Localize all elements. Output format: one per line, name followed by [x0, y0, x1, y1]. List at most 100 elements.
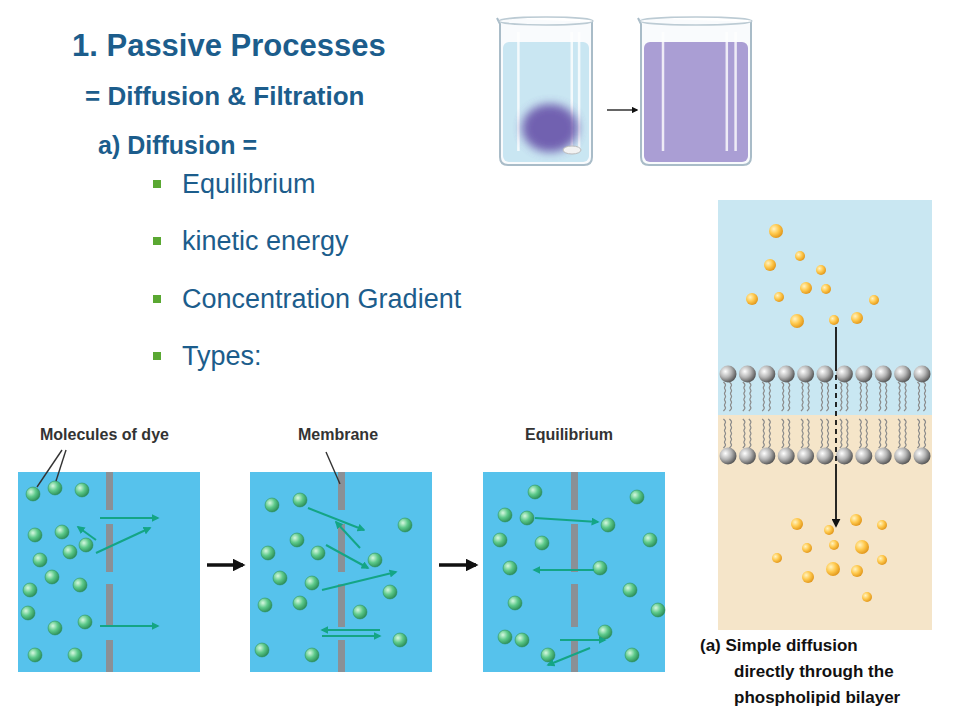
diffusion-stage: Equilibrium — [483, 425, 665, 672]
beaker-arrow — [607, 109, 637, 110]
motion-arrow — [78, 527, 96, 540]
figure-caption: (a) Simple diffusion directly through th… — [700, 633, 915, 711]
caption-ground — [697, 630, 945, 716]
membrane-segment — [338, 472, 345, 510]
dye-molecule — [535, 536, 549, 550]
dye-molecule — [23, 583, 37, 597]
dye-molecule — [393, 633, 407, 647]
lipid-tail — [826, 419, 828, 448]
glass-highlight — [662, 32, 665, 151]
glass-highlight — [726, 32, 729, 151]
membrane-segment — [106, 584, 113, 627]
dye-molecule — [508, 596, 522, 610]
dye-molecule — [293, 493, 307, 507]
beaker-after — [638, 17, 752, 165]
water-panel — [250, 472, 432, 672]
diffusion-stage: Molecules of dye — [18, 425, 200, 672]
phosphate-head — [778, 448, 795, 465]
membrane-segment — [571, 524, 578, 572]
dye-molecule — [493, 533, 507, 547]
solute-molecule — [877, 520, 887, 530]
solute-molecule — [800, 282, 812, 294]
solute-molecule — [816, 265, 826, 275]
glass-highlight — [517, 32, 520, 151]
solute-molecule — [877, 555, 887, 565]
phosphate-head — [720, 448, 737, 465]
lipid-tail — [879, 419, 881, 448]
lipid-tail — [749, 419, 751, 448]
slide-title: 1. Passive Processes — [72, 27, 386, 64]
beaker-rim — [640, 17, 752, 25]
lipid-tail — [885, 382, 887, 411]
dye-molecule — [273, 571, 287, 585]
lipid-tail — [801, 419, 803, 448]
lipid-tail — [885, 419, 887, 448]
bilayer-figure — [697, 200, 945, 716]
lipid-tail — [840, 382, 842, 411]
dye-molecule — [593, 561, 607, 575]
motion-arrow — [322, 572, 396, 590]
dye-molecule — [48, 621, 62, 635]
motion-arrow — [322, 629, 380, 631]
stage-label: Equilibrium — [525, 425, 613, 445]
solute-molecule — [746, 293, 758, 305]
phosphate-head — [894, 366, 911, 383]
phosphate-head — [758, 448, 775, 465]
membrane-segment — [338, 584, 345, 627]
dye-molecule — [305, 576, 319, 590]
dye-molecule — [383, 585, 397, 599]
dye-molecule — [45, 570, 59, 584]
solute-molecule — [795, 251, 805, 261]
extracellular-fluid — [718, 200, 932, 415]
step-arrow — [207, 563, 243, 567]
lipid-tail — [801, 382, 803, 411]
solute-molecule — [821, 284, 831, 294]
lipid-tail — [846, 382, 848, 411]
diffusion-panel — [18, 472, 200, 672]
motion-arrow — [100, 517, 158, 519]
water-panel — [483, 472, 665, 672]
lipid-tail — [904, 382, 906, 411]
lipid-tail — [923, 419, 925, 448]
lipid-tail — [743, 382, 745, 411]
dye-molecule — [498, 630, 512, 644]
dye-molecule — [643, 533, 657, 547]
solute-molecule — [802, 543, 812, 553]
solute-molecule — [824, 525, 834, 535]
motion-arrow — [322, 635, 380, 637]
bullet-text: kinetic energy — [182, 225, 349, 257]
solute-molecule — [850, 514, 862, 526]
dye-molecule — [78, 615, 92, 629]
dye-molecule — [353, 605, 367, 619]
dye-molecule — [290, 533, 304, 547]
phosphate-head — [914, 366, 931, 383]
phosphate-head — [797, 366, 814, 383]
lipid-tail — [729, 382, 731, 411]
solute-molecule — [855, 540, 869, 554]
bullet-square — [153, 295, 161, 303]
lipid-tail — [898, 419, 900, 448]
bullet-text: Types: — [182, 340, 262, 372]
dye-molecule — [261, 546, 275, 560]
dye-molecule — [79, 538, 93, 552]
dye-molecule — [293, 596, 307, 610]
dye-molecule — [503, 561, 517, 575]
lipid-tail — [768, 419, 770, 448]
motion-arrow — [326, 545, 368, 568]
solute-molecule — [769, 224, 783, 238]
dye-molecule — [255, 643, 269, 657]
bullet-text: Concentration Gradient — [182, 283, 461, 315]
lipid-tail — [859, 382, 861, 411]
phosphate-head — [914, 448, 931, 465]
dye-molecule — [28, 528, 42, 542]
solute-molecule — [851, 312, 863, 324]
dye-molecule — [598, 625, 612, 639]
dye-molecule — [28, 648, 42, 662]
motion-arrow — [308, 508, 364, 530]
diffusion-arrow — [835, 327, 837, 366]
diffusion-panel — [250, 472, 432, 672]
phosphate-head — [720, 366, 737, 383]
phosphate-head — [836, 448, 853, 465]
dye-molecule — [623, 583, 637, 597]
solute-molecule — [862, 592, 872, 602]
